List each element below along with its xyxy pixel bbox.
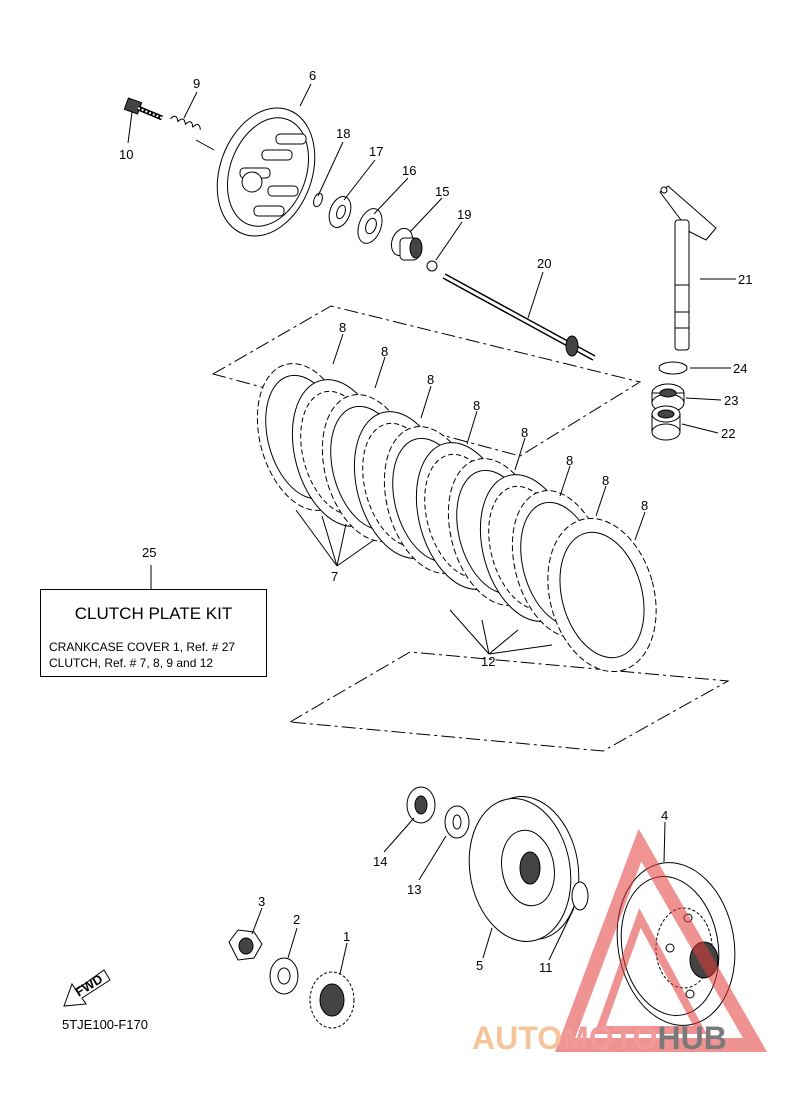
kit-line-1: CRANKCASE COVER 1, Ref. # 27 — [49, 640, 236, 654]
callout-12: 12 — [481, 654, 495, 669]
lock-washer-part-13 — [444, 805, 470, 839]
bearing-part-16 — [357, 208, 383, 244]
callout-15: 15 — [435, 184, 449, 199]
collar-part-14 — [406, 786, 436, 824]
clutch-boss-part-5 — [468, 796, 580, 942]
callout-16: 16 — [402, 163, 416, 178]
gear-part-1 — [309, 971, 355, 1029]
callout-19: 19 — [457, 207, 471, 222]
leader-lines — [127, 83, 736, 975]
nut-part-3 — [228, 929, 263, 961]
bearing-part-22 — [651, 405, 681, 441]
kit-title: CLUTCH PLATE KIT — [74, 604, 233, 623]
callout-23: 23 — [724, 393, 738, 408]
clutch-housing-part-4 — [616, 862, 736, 1026]
fwd-arrow-icon: FWD — [63, 969, 111, 1007]
diagram-code: 5TJE100-F170 — [62, 1017, 148, 1032]
callout-3: 3 — [258, 894, 265, 909]
kit-line-2: CLUTCH, Ref. # 7, 8, 9 and 12 — [49, 656, 214, 670]
circlip-part-18 — [313, 192, 323, 208]
callout-13: 13 — [407, 882, 421, 897]
callout-8b: 8 — [381, 344, 388, 359]
callout-7: 7 — [331, 569, 338, 584]
callout-20: 20 — [537, 256, 551, 271]
circlip-part-24 — [658, 361, 688, 375]
callout-8g: 8 — [602, 473, 609, 488]
callout-24: 24 — [733, 361, 747, 376]
push-rod-part-15 — [390, 227, 423, 261]
lever-shaft-part-21 — [659, 185, 717, 351]
bolt-part-10 — [123, 97, 163, 121]
callout-17: 17 — [369, 144, 383, 159]
watermark-part-3: HUB — [657, 1020, 727, 1056]
washer-part-11 — [571, 881, 589, 911]
callout-8e: 8 — [521, 425, 528, 440]
watermark-text: AUTOMOTOHUB — [472, 1020, 727, 1057]
housing-outline — [288, 651, 730, 752]
callout-8f: 8 — [566, 453, 573, 468]
callouts: 10 9 6 18 17 16 15 19 20 21 24 23 22 8 8… — [119, 68, 752, 975]
callout-11: 11 — [539, 960, 553, 975]
callout-21: 21 — [738, 272, 752, 287]
callout-18: 18 — [336, 126, 350, 141]
plate-stack — [256, 363, 657, 673]
callout-5: 5 — [476, 958, 483, 973]
ball-part-19 — [426, 260, 438, 272]
callout-2: 2 — [293, 912, 300, 927]
clutch-plate-kit-box: CLUTCH PLATE KIT CRANKCASE COVER 1, Ref.… — [40, 589, 267, 677]
callout-8h: 8 — [641, 498, 648, 513]
callout-22: 22 — [721, 426, 735, 441]
callout-9: 9 — [193, 76, 200, 91]
watermark-part-1: AUTO — [472, 1020, 563, 1056]
callout-4: 4 — [661, 808, 668, 823]
push-rod-part-20 — [442, 273, 596, 361]
callout-8a: 8 — [339, 320, 346, 335]
callout-1: 1 — [343, 929, 350, 944]
callout-6: 6 — [309, 68, 316, 83]
pressure-plate-part-6 — [216, 107, 316, 237]
callout-10: 10 — [119, 147, 133, 162]
spring-part-9 — [169, 115, 201, 130]
washer-part-2 — [269, 957, 299, 995]
watermark-part-2: MOTO — [562, 1020, 658, 1056]
callout-14: 14 — [373, 854, 387, 869]
watermark-logo — [554, 828, 768, 1052]
callout-8d: 8 — [473, 398, 480, 413]
callout-8c: 8 — [427, 372, 434, 387]
callout-25: 25 — [142, 545, 156, 560]
washer-part-17 — [328, 196, 352, 228]
